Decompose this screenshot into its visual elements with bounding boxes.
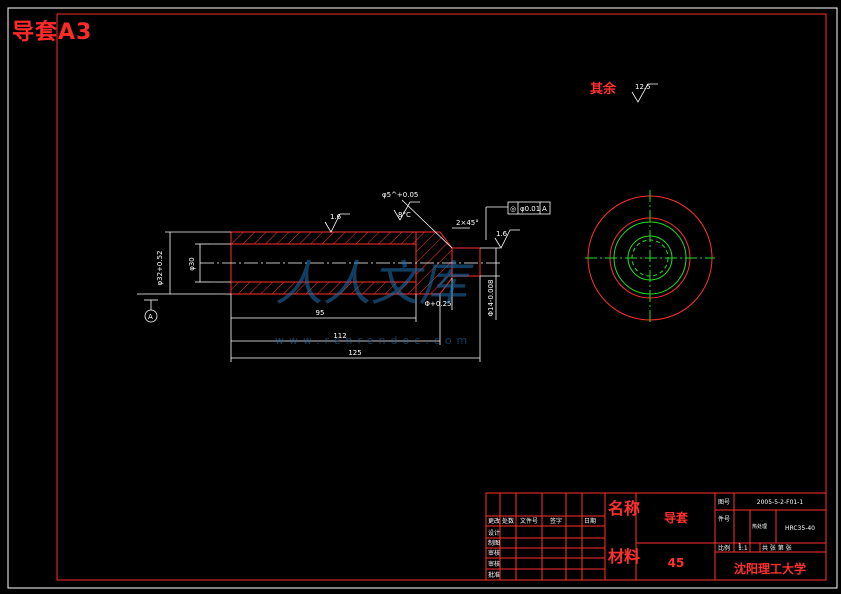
sign-row-4: 审核 bbox=[488, 560, 500, 568]
sign-row-2: 制图 bbox=[488, 539, 500, 547]
chamfer-callout: 2×45° bbox=[456, 219, 479, 227]
rev-col-2: 处数 bbox=[502, 517, 514, 525]
rest-label: 其余 bbox=[590, 81, 617, 97]
sheets-label: 共 张 第 张 bbox=[762, 544, 792, 552]
rev-col-4: 签字 bbox=[550, 517, 562, 525]
gdt-tolerance: φ0.01 bbox=[520, 205, 540, 213]
chamfer-detail-1: φ5^+0.05 bbox=[382, 191, 418, 199]
svg-text:人人文库: 人人文库 bbox=[275, 256, 474, 312]
dim-len-112: 112 bbox=[333, 332, 346, 340]
scale-label: 比例 bbox=[718, 544, 730, 552]
rest-roughness-value: 12.5 bbox=[635, 83, 651, 91]
school-name: 沈阳理工大学 bbox=[734, 561, 806, 576]
part-name: 导套 bbox=[664, 510, 689, 525]
qty-value: 1 bbox=[738, 543, 742, 550]
title-block bbox=[485, 492, 827, 581]
drawing-no-label: 图号 bbox=[718, 499, 730, 506]
sheet-inner-border bbox=[56, 13, 827, 581]
gdt-symbol: ◎ bbox=[510, 205, 516, 213]
rev-col-5: 日期 bbox=[584, 517, 596, 525]
sign-row-3: 审核 bbox=[488, 549, 500, 557]
dim-len-95: 95 bbox=[316, 309, 325, 317]
heat-value: HRC35-40 bbox=[785, 525, 815, 532]
scale-value: 1:1 bbox=[738, 545, 748, 552]
dim-outer-dia: φ32+0.52 bbox=[156, 251, 164, 286]
rev-col-3: 文件号 bbox=[520, 517, 538, 525]
sign-row-1: 设计 bbox=[488, 529, 500, 537]
watermark: 人人文库 www.renrendoc.com bbox=[275, 256, 474, 347]
datum-label: A bbox=[148, 313, 153, 321]
dim-bore-right: Φ14-0.008 bbox=[487, 280, 495, 317]
roughness-top: 1.6 bbox=[330, 213, 342, 221]
heat-label: 热处理 bbox=[752, 523, 767, 530]
dim-len-125: 125 bbox=[348, 349, 361, 357]
material-label: 材料 bbox=[608, 547, 640, 566]
qty-label: 件号 bbox=[718, 515, 730, 523]
hatched-wall-top bbox=[230, 231, 417, 245]
material-value: 45 bbox=[668, 556, 685, 570]
roughness-right: 1.6 bbox=[496, 230, 508, 238]
right-hub bbox=[451, 247, 481, 277]
sheet-title: 导套A3 bbox=[12, 20, 93, 45]
end-view bbox=[585, 190, 715, 325]
gdt-datum: A bbox=[542, 205, 547, 213]
sign-row-5: 批准 bbox=[488, 571, 500, 579]
dim-bore-small: Φ+0.25 bbox=[425, 300, 452, 308]
dim-inner-dia: φ30 bbox=[188, 257, 196, 271]
dimension-lines bbox=[137, 83, 658, 362]
svg-text:www.renrendoc.com: www.renrendoc.com bbox=[275, 334, 472, 347]
name-label: 名称 bbox=[608, 499, 640, 518]
sheet-outer-border bbox=[7, 7, 838, 589]
drawing-no: 2005-5-2-F01-1 bbox=[757, 499, 804, 506]
chamfer-detail-2: 8°C bbox=[398, 211, 411, 219]
rev-col-1: 更改 bbox=[488, 517, 500, 525]
